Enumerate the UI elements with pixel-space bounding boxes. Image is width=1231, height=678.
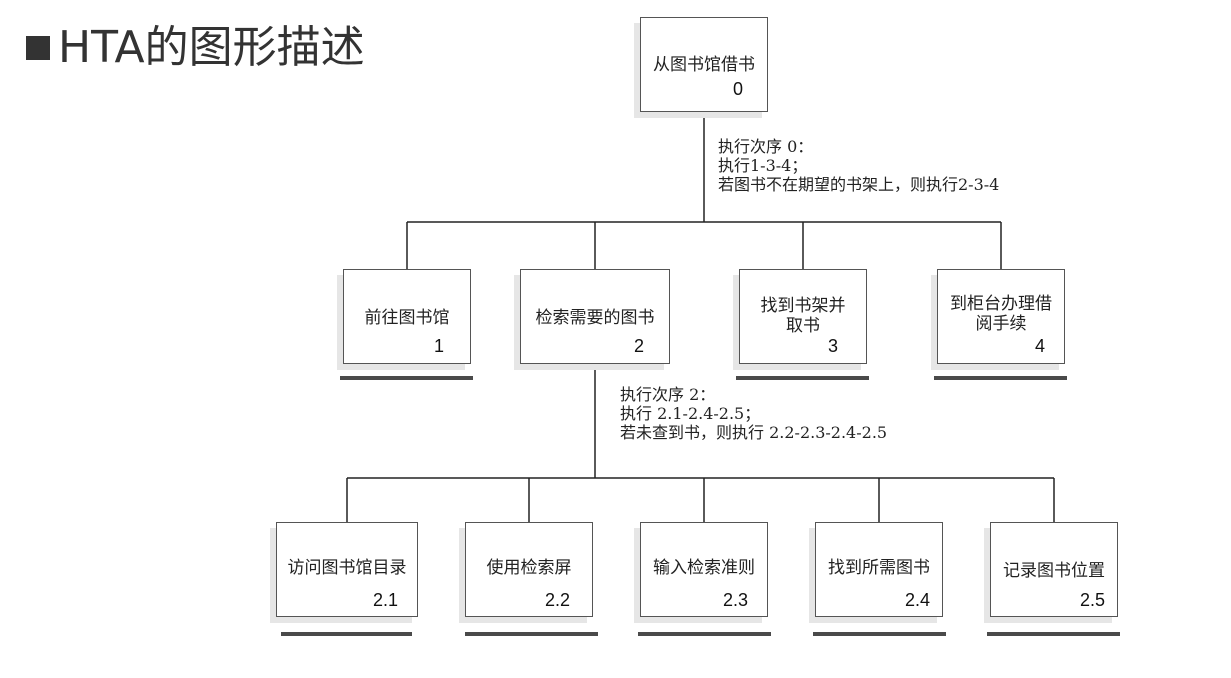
plan-0: 执行次序 0：执行1-3-4；若图书不在期望的书架上，则执行2-3-4 [718,137,999,194]
task-node-0: 从图书馆借书 0 [640,17,768,112]
slide-title: HTA的图形描述 [26,26,365,70]
node-underline [987,632,1120,636]
node-underline [340,376,473,380]
plan-line: 执行1-3-4； [718,156,808,175]
node-underline [736,376,869,380]
task-node-2-2: 使用检索屏 2.2 [465,522,593,617]
task-label: 找到所需图书 [828,558,930,578]
task-node-2-4: 找到所需图书 2.4 [815,522,943,617]
task-label: 输入检索准则 [653,558,755,578]
task-label: 检索需要的图书 [535,308,655,328]
task-label: 使用检索屏 [486,558,572,578]
task-node-3: 找到书架并 取书 3 [739,269,867,364]
node-underline [934,376,1067,380]
task-label: 到柜台办理借 阅手续 [950,294,1052,334]
task-number: 2 [634,336,645,356]
title-text: HTA的图形描述 [58,22,365,73]
plan-line: 执行次序 2： [620,385,716,404]
plan-2: 执行次序 2：执行 2.1-2.4-2.5；若未查到书，则执行 2.2-2.3-… [620,385,887,442]
node-underline [813,632,946,636]
plan-line: 若未查到书，则执行 2.2-2.3-2.4-2.5 [620,423,888,442]
task-number: 2.3 [723,590,749,610]
task-node-2-3: 输入检索准则 2.3 [640,522,768,617]
node-underline [465,632,598,636]
task-node-2-5: 记录图书位置 2.5 [990,522,1118,617]
node-underline [281,632,412,636]
task-label: 访问图书馆目录 [287,558,407,578]
task-number: 3 [828,336,839,356]
task-number: 1 [434,336,445,356]
task-node-4: 到柜台办理借 阅手续 4 [937,269,1065,364]
task-label: 从图书馆借书 [653,55,755,75]
task-number: 4 [1035,336,1046,356]
task-node-1: 前往图书馆 1 [343,269,471,364]
task-number: 2.5 [1080,590,1106,610]
task-label: 记录图书位置 [1003,561,1105,581]
task-number: 2.1 [373,590,399,610]
plan-line: 执行次序 0： [718,137,814,156]
plan-line: 若图书不在期望的书架上，则执行2-3-4 [718,175,1000,194]
title-bullet-square [26,36,50,60]
node-underline [638,632,771,636]
task-number: 2.2 [545,590,571,610]
task-node-2: 检索需要的图书 2 [520,269,670,364]
task-label: 找到书架并 取书 [760,296,846,336]
task-number: 2.4 [905,590,931,610]
task-node-2-1: 访问图书馆目录 2.1 [276,522,418,617]
task-number: 0 [733,79,744,99]
plan-line: 执行 2.1-2.4-2.5； [620,404,761,423]
task-label: 前往图书馆 [364,308,450,328]
